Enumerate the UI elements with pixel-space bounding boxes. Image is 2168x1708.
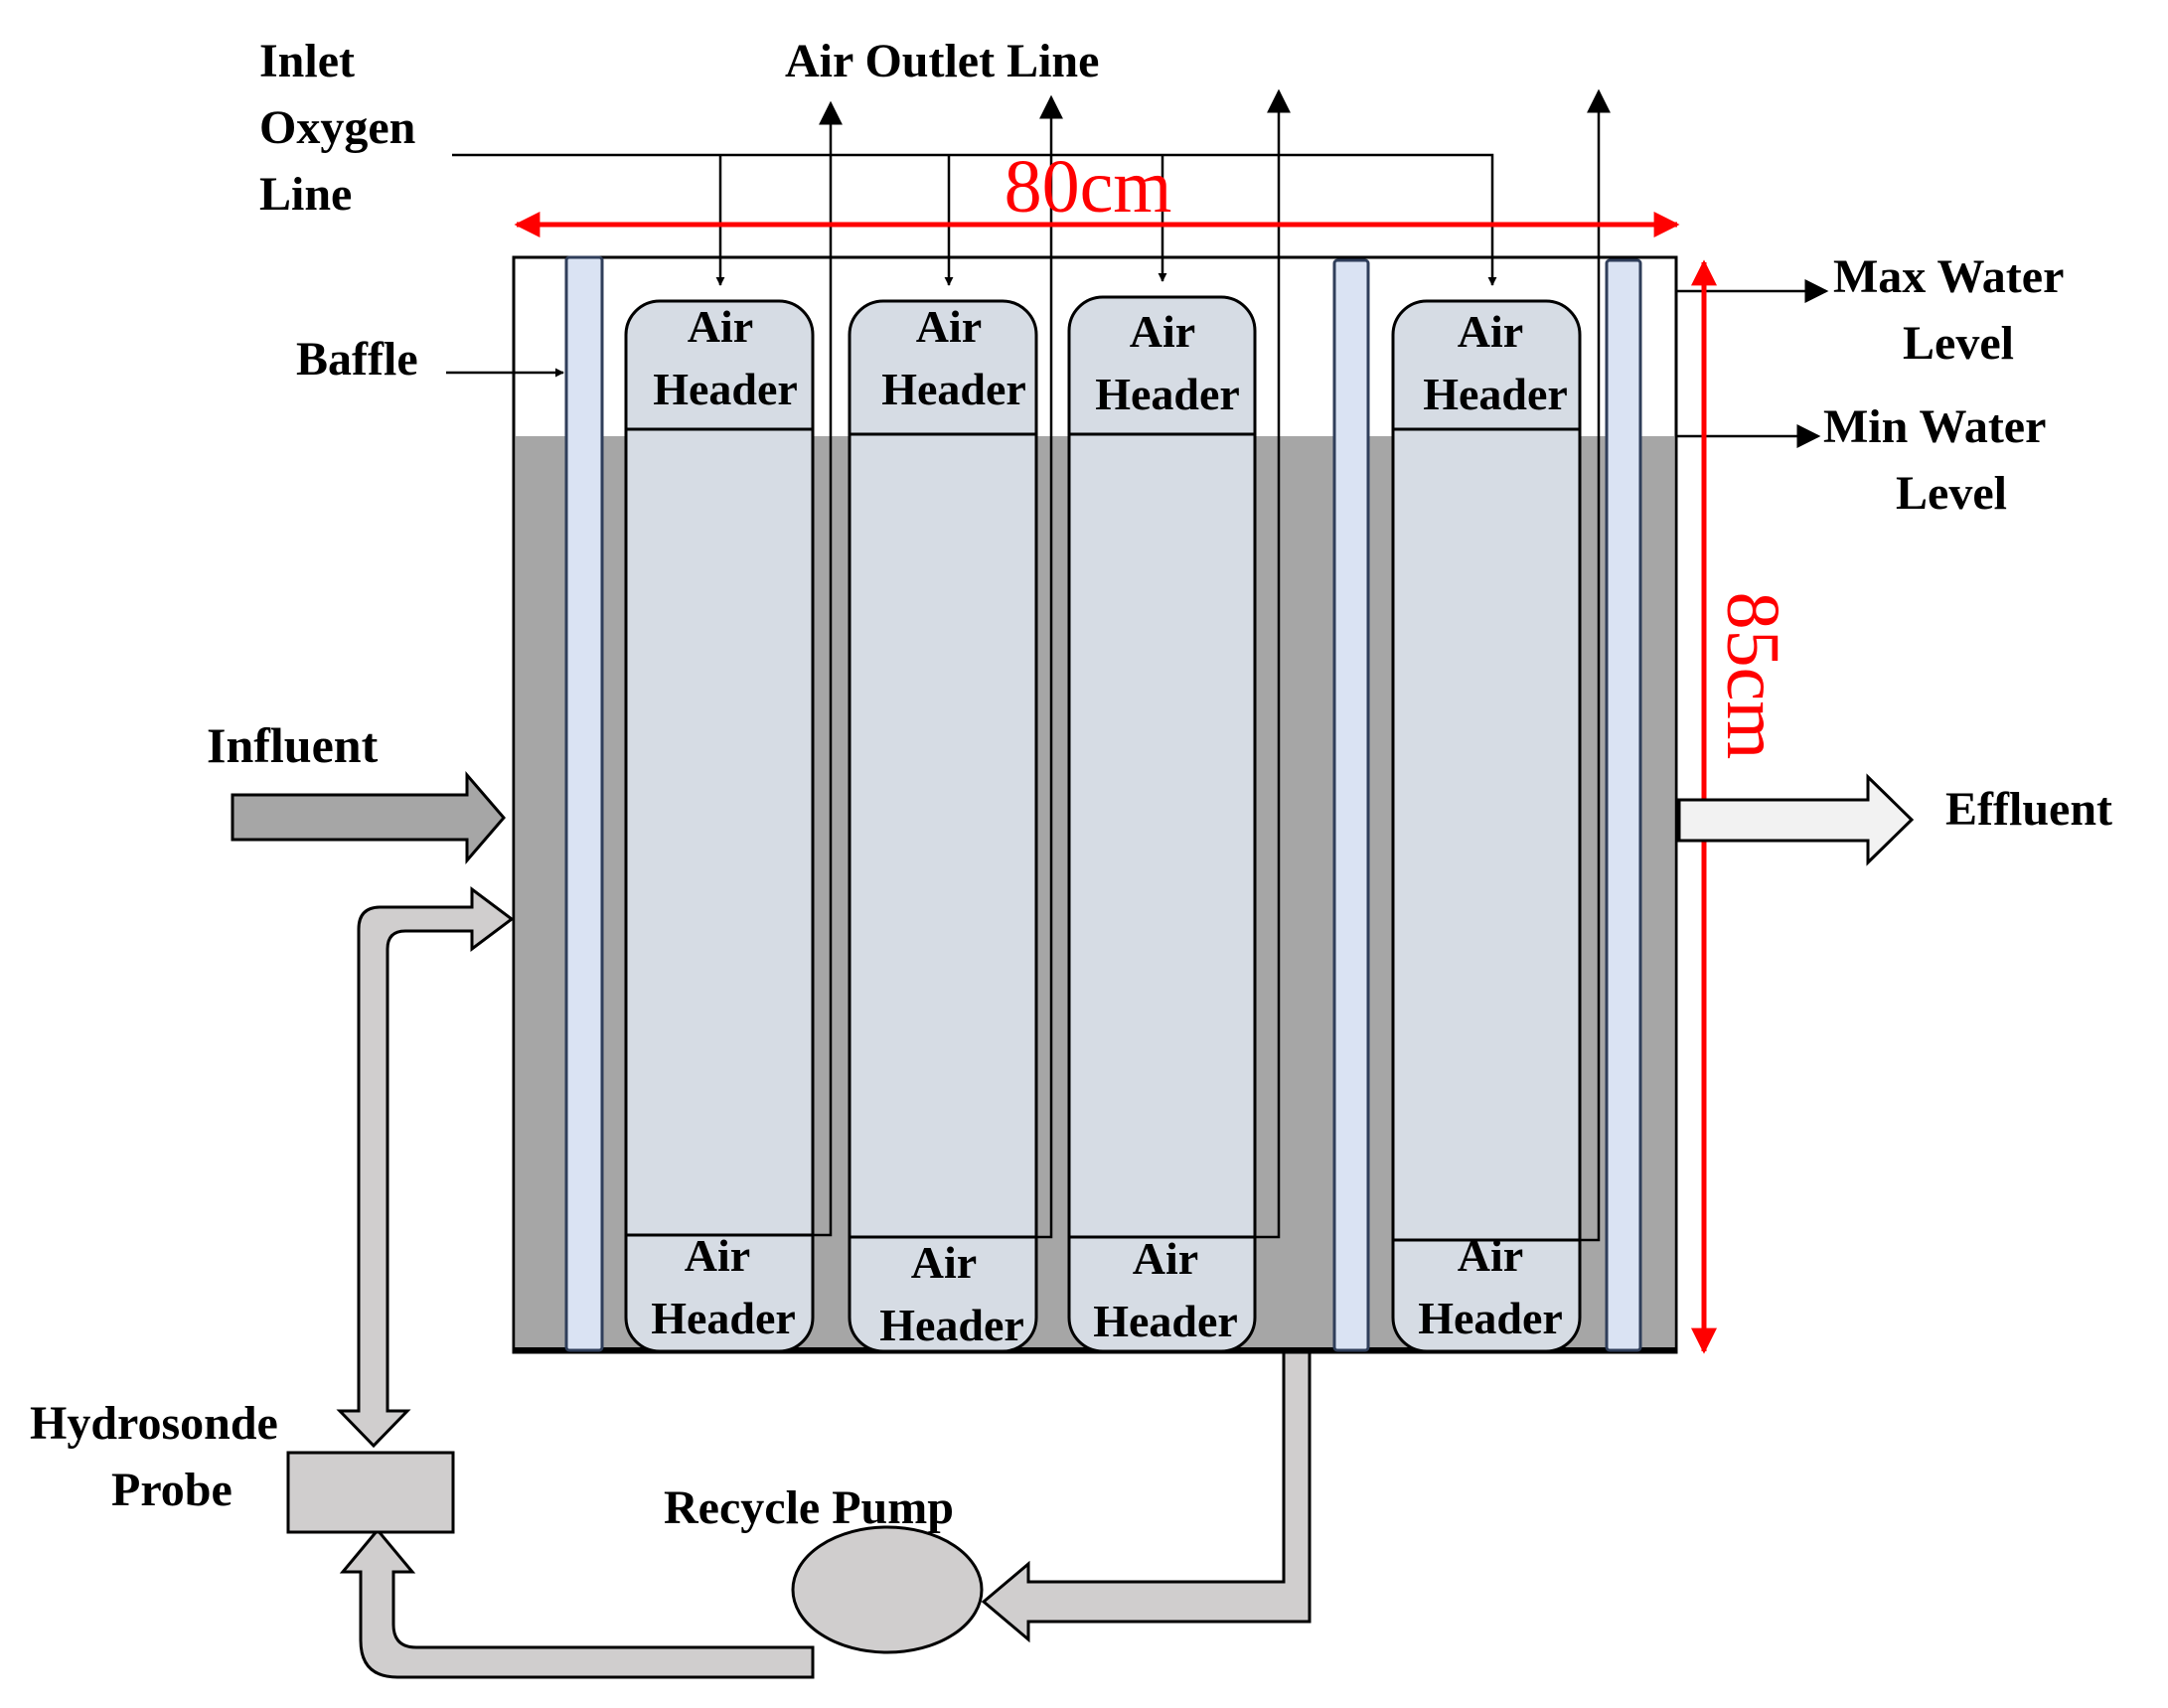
min-water-label-1: Min Water	[1823, 400, 2046, 453]
air-header-label-7b: Header	[1093, 1296, 1238, 1346]
air-header-label-1b: Header	[653, 364, 798, 414]
baffle-left	[564, 255, 604, 1352]
air-header-label-5a: Air	[685, 1230, 750, 1281]
module-4	[1391, 299, 1582, 1353]
recycle-pump-label: Recycle Pump	[664, 1481, 954, 1534]
air-header-label-8a: Air	[1458, 1230, 1523, 1281]
module-3	[1067, 295, 1257, 1353]
module-1	[624, 299, 815, 1353]
pump-to-probe-pipe	[339, 1527, 815, 1679]
recycle-pump	[791, 1525, 984, 1654]
influent-label: Influent	[207, 717, 379, 773]
air-header-label-6a: Air	[911, 1237, 977, 1288]
inlet-label-line3: Line	[259, 168, 352, 221]
inlet-label-line2: Oxygen	[259, 101, 415, 154]
air-header-label-7a: Air	[1133, 1233, 1198, 1284]
width-dimension-label: 80cm	[1005, 145, 1172, 229]
air-header-label-8b: Header	[1418, 1293, 1563, 1343]
recycle-pipe-down	[981, 1350, 1312, 1643]
air-header-label-3b: Header	[1095, 369, 1240, 419]
max-water-label-1: Max Water	[1833, 250, 2064, 303]
min-water-label-2: Level	[1896, 467, 2007, 520]
influent-arrow	[231, 770, 506, 865]
air-header-label-4b: Header	[1423, 369, 1568, 419]
hydrosonde-label-1: Hydrosonde	[30, 1397, 278, 1450]
air-header-label-4a: Air	[1458, 306, 1523, 357]
air-outlet-label: Air Outlet Line	[785, 35, 1099, 87]
air-header-label-5b: Header	[651, 1293, 796, 1343]
baffle-middle	[1332, 258, 1370, 1352]
effluent-label: Effluent	[1945, 783, 2112, 836]
air-outlet-lines	[803, 88, 1611, 1242]
air-header-label-3a: Air	[1130, 306, 1195, 357]
height-dimension-label: 85cm	[1711, 592, 1794, 760]
effluent-arrow	[1677, 773, 1915, 866]
baffle-label: Baffle	[296, 333, 418, 386]
probe-to-tank-pipe	[336, 886, 515, 1449]
module-2	[848, 299, 1038, 1353]
air-header-label-2a: Air	[916, 301, 982, 352]
baffle-right	[1605, 258, 1642, 1352]
air-header-label-2b: Header	[881, 364, 1026, 414]
max-water-label-2: Level	[1903, 317, 2014, 370]
hydrosonde-label-2: Probe	[111, 1464, 232, 1516]
air-header-label-6b: Header	[879, 1300, 1024, 1350]
hydrosonde-probe-box	[286, 1451, 455, 1534]
air-header-label-1a: Air	[688, 301, 753, 352]
inlet-label-line1: Inlet	[259, 35, 355, 87]
